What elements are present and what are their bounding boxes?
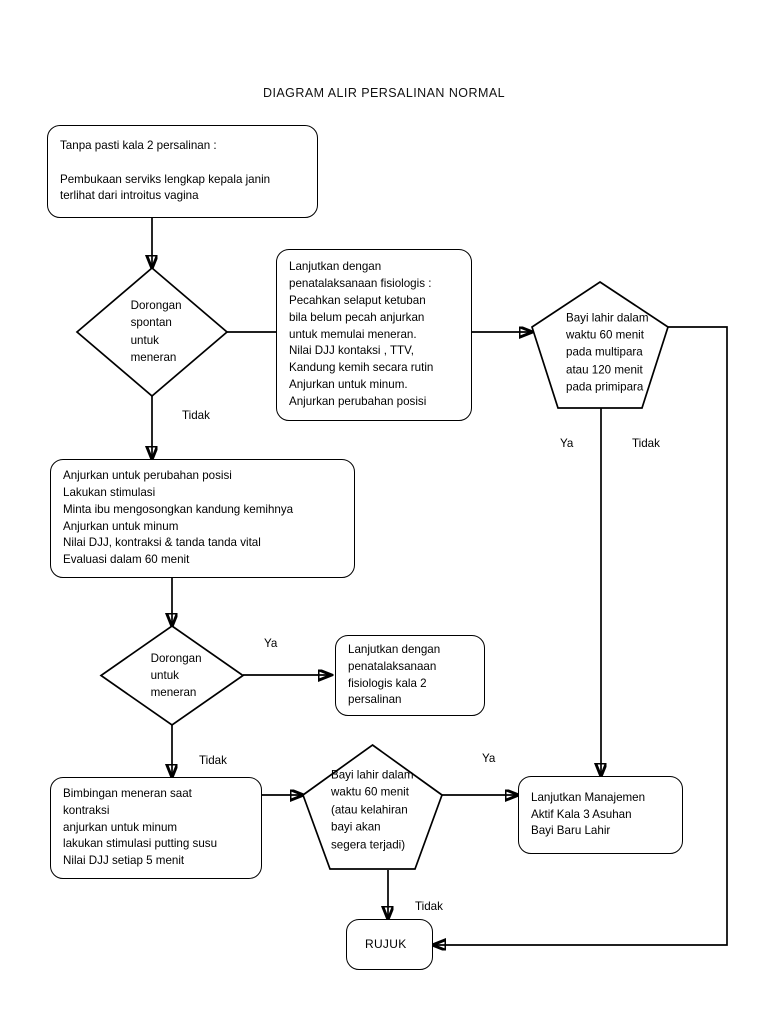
node-pentagon-bayi-lahir-60-text: Bayi lahir dalam waktu 60 menit (atau ke… bbox=[331, 768, 414, 851]
node-decision-dorongan-meneran[interactable]: Dorongan untuk meneran bbox=[99, 624, 245, 727]
node-action-bimbingan-meneran-text: Bimbingan meneran saat kontraksi anjurka… bbox=[63, 787, 218, 868]
page-title: DIAGRAM ALIR PERSALINAN NORMAL bbox=[262, 86, 506, 100]
node-decision-dorongan-spontan[interactable]: Dorongan spontan untuk meneran bbox=[75, 266, 229, 398]
edge-label-pentagon1-ya: Ya bbox=[560, 437, 574, 450]
node-action-manajemen-aktif-text: Lanjutkan Manajemen Aktif Kala 3 Asuhan … bbox=[531, 790, 646, 838]
edge-label-pentagon2-ya: Ya bbox=[482, 752, 496, 765]
edge-label-pentagon1-tidak: Tidak bbox=[632, 437, 660, 450]
node-pentagon-bayi-lahir-60-120[interactable]: Bayi lahir dalam waktu 60 menit pada mul… bbox=[530, 280, 670, 419]
node-action-perubahan-posisi-text: Anjurkan untuk perubahan posisi Lakukan … bbox=[63, 469, 294, 567]
node-decision-dorongan-spontan-text: Dorongan spontan untuk meneran bbox=[130, 299, 182, 365]
node-action-kala2[interactable]: Lanjutkan dengan penatalaksanaan fisiolo… bbox=[335, 635, 485, 716]
edge-label-decision1-tidak: Tidak bbox=[182, 409, 210, 422]
node-pentagon-bayi-lahir-60-120-text: Bayi lahir dalam waktu 60 menit pada mul… bbox=[566, 310, 649, 394]
node-start-box[interactable]: Tanpa pasti kala 2 persalinan : Pembukaa… bbox=[47, 125, 318, 218]
node-action-perubahan-posisi[interactable]: Anjurkan untuk perubahan posisi Lakukan … bbox=[50, 459, 355, 578]
node-start-box-text: Tanpa pasti kala 2 persalinan : Pembukaa… bbox=[60, 138, 271, 203]
node-decision-dorongan-meneran-text: Dorongan untuk meneran bbox=[150, 651, 202, 700]
edge-label-pentagon2-tidak: Tidak bbox=[415, 900, 443, 913]
node-action-kala2-text: Lanjutkan dengan penatalaksanaan fisiolo… bbox=[348, 642, 441, 707]
edge-label-decision2-ya: Ya bbox=[264, 637, 278, 650]
node-action-manajemen-aktif[interactable]: Lanjutkan Manajemen Aktif Kala 3 Asuhan … bbox=[518, 776, 683, 854]
node-action-fisiologis-text: Lanjutkan dengan penatalaksanaan fisiolo… bbox=[289, 260, 434, 408]
node-terminal-rujuk[interactable]: RUJUK bbox=[346, 919, 433, 970]
edge-label-decision2-tidak: Tidak bbox=[199, 754, 227, 767]
node-pentagon-bayi-lahir-60[interactable]: Bayi lahir dalam waktu 60 menit (atau ke… bbox=[301, 743, 444, 871]
node-action-fisiologis[interactable]: Lanjutkan dengan penatalaksanaan fisiolo… bbox=[276, 249, 472, 421]
node-action-bimbingan-meneran[interactable]: Bimbingan meneran saat kontraksi anjurka… bbox=[50, 777, 262, 879]
node-terminal-rujuk-text: RUJUK bbox=[365, 936, 407, 951]
